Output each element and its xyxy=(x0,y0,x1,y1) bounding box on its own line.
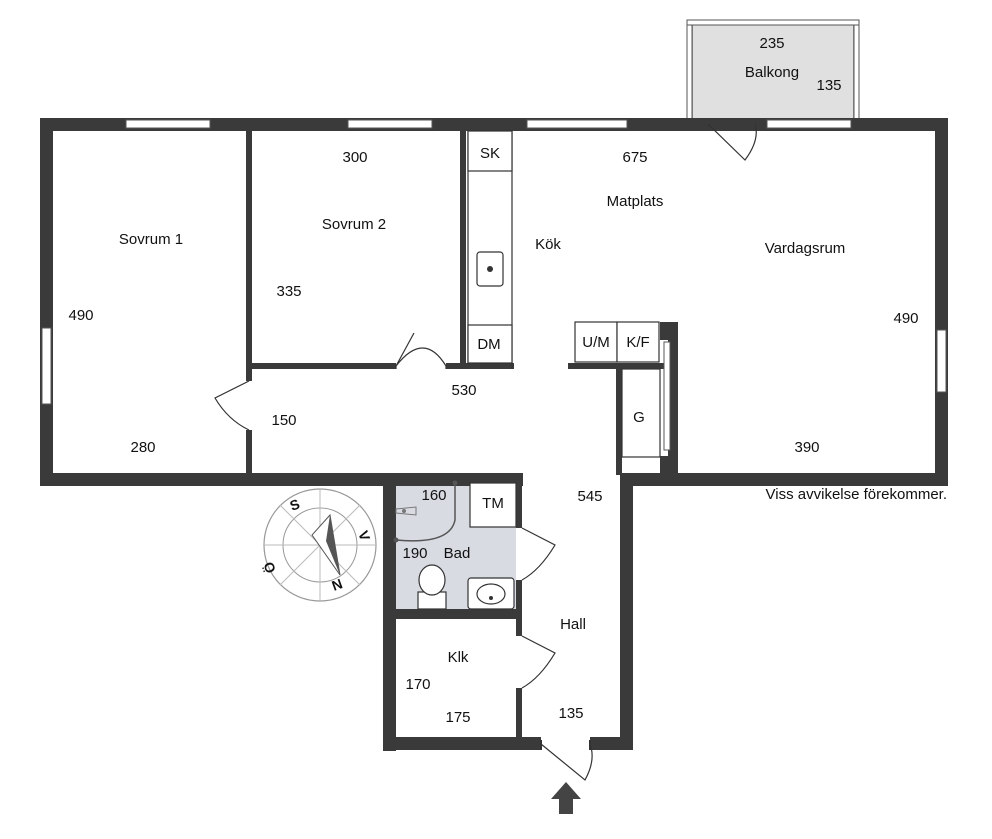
bedroom2-height: 335 xyxy=(276,283,301,300)
bedroom2-name: Sovrum 2 xyxy=(322,216,386,233)
balcony-name: Balkong xyxy=(745,64,799,81)
entrance-arrow-icon xyxy=(551,782,581,814)
hall-width: 135 xyxy=(558,705,583,722)
balcony-width: 235 xyxy=(759,35,784,52)
kitchen-counter xyxy=(467,130,661,458)
balcony-area xyxy=(691,23,855,121)
doors xyxy=(214,123,757,781)
closet-width: 175 xyxy=(445,709,470,726)
living-height: 490 xyxy=(893,310,918,327)
corridor-depth: 150 xyxy=(271,412,296,429)
fixture-tm: TM xyxy=(482,495,504,512)
bedroom1-height: 490 xyxy=(68,307,93,324)
kitchen-width: 675 xyxy=(622,149,647,166)
bedroom1-name: Sovrum 1 xyxy=(119,231,183,248)
closet-name: Klk xyxy=(448,649,469,666)
bathroom-fixtures xyxy=(393,480,517,610)
compass: S V N Ö xyxy=(260,488,377,602)
fixture-kf: K/F xyxy=(626,334,649,351)
corridor-width: 530 xyxy=(451,382,476,399)
windows xyxy=(41,119,947,451)
balcony-depth: 135 xyxy=(816,77,841,94)
compass-o: Ö xyxy=(260,560,279,576)
living-width: 390 xyxy=(794,439,819,456)
dining-name: Matplats xyxy=(607,193,664,210)
living-name: Vardagsrum xyxy=(765,240,846,257)
bathroom-name: Bad xyxy=(444,545,471,562)
bathroom-width: 160 xyxy=(421,487,446,504)
bedroom1-width: 280 xyxy=(130,439,155,456)
labels: 235 Balkong 135 Sovrum 1 490 280 300 Sov… xyxy=(68,35,947,726)
hall-name: Hall xyxy=(560,616,586,633)
fixture-um: U/M xyxy=(582,334,610,351)
kitchen-name: Kök xyxy=(535,236,561,253)
hall-length: 545 xyxy=(577,488,602,505)
fixture-sk: SK xyxy=(480,145,500,162)
closet-height: 170 xyxy=(405,676,430,693)
fixture-g: G xyxy=(633,409,645,426)
disclaimer: Viss avvikelse förekommer. xyxy=(766,486,947,503)
bedroom2-width: 300 xyxy=(342,149,367,166)
bathroom-depth: 190 xyxy=(402,545,427,562)
fixture-dm: DM xyxy=(477,336,500,353)
